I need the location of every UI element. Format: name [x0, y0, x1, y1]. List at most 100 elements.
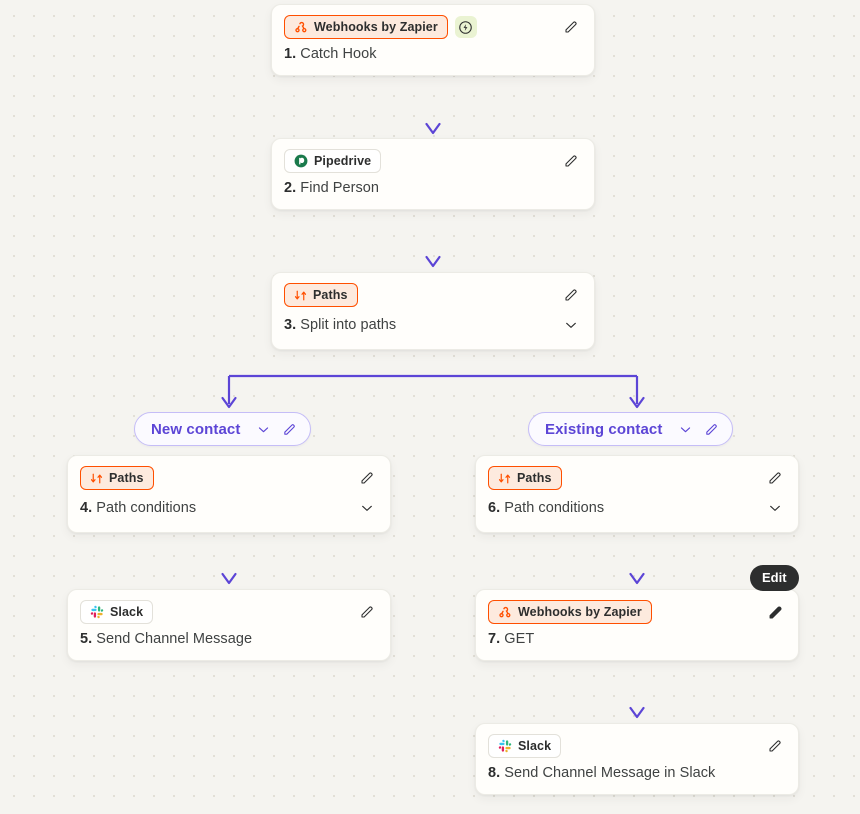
step-card-body: 8. Send Channel Message in Slack [476, 758, 798, 794]
edit-pencil-icon[interactable] [560, 150, 582, 172]
app-chip-slack[interactable]: Slack [488, 734, 562, 758]
app-chip-paths[interactable]: Paths [488, 466, 562, 490]
step-card-8[interactable]: Slack 8. Send Channel Message in Slack [475, 723, 799, 795]
connector-branch-split [221, 347, 645, 409]
pipedrive-icon [294, 154, 308, 168]
app-chip-webhooks-by-zapier[interactable]: Webhooks by Zapier [488, 600, 652, 624]
connector-step4-step5 [221, 531, 237, 585]
webhooks-icon [498, 605, 512, 619]
step-card-header: Slack [68, 590, 390, 624]
connector-step2-step3 [425, 214, 441, 268]
step-name: Path conditions [504, 500, 605, 516]
step-name: Path conditions [96, 500, 197, 516]
step-number: 6. [488, 500, 501, 516]
paths-icon [90, 472, 103, 485]
edit-pencil-icon[interactable] [764, 735, 786, 757]
step-card-5[interactable]: Slack 5. Send Channel Message [67, 589, 391, 661]
app-chip-label: Paths [109, 471, 144, 485]
edit-pencil-icon[interactable] [560, 284, 582, 306]
step-title: 6. Path conditions [488, 500, 604, 516]
step-card-body: 4. Path conditions [68, 490, 390, 532]
step-card-2[interactable]: Pipedrive 2. Find Person [271, 138, 595, 210]
app-chip-slack[interactable]: Slack [80, 600, 154, 624]
step-number: 8. [488, 765, 501, 781]
app-chip-label: Paths [517, 471, 552, 485]
step-card-actions [560, 150, 582, 172]
edit-pencil-icon[interactable] [356, 467, 378, 489]
connector-step6-step7 [629, 531, 645, 585]
step-card-body: 2. Find Person [272, 173, 594, 209]
step-card-actions [764, 467, 786, 489]
step-title: 4. Path conditions [80, 500, 196, 516]
step-card-body: 3. Split into paths [272, 307, 594, 349]
step-card-actions [356, 601, 378, 623]
step-name: Send Channel Message [96, 631, 253, 647]
step-number: 1. [284, 46, 297, 62]
app-chip-label: Webhooks by Zapier [314, 20, 438, 34]
app-chip-webhooks-by-zapier[interactable]: Webhooks by Zapier [284, 15, 448, 39]
step-title: 3. Split into paths [284, 317, 396, 333]
step-card-4[interactable]: Paths 4. Path conditions [67, 455, 391, 533]
app-chip-label: Paths [313, 288, 348, 302]
step-card-body: 7. GET [476, 624, 798, 660]
edit-pencil-icon[interactable] [764, 601, 786, 623]
step-card-actions [560, 16, 582, 38]
step-card-3[interactable]: Paths 3. Split into paths [271, 272, 595, 350]
connector-step7-step8 [629, 665, 645, 719]
step-card-actions [764, 735, 786, 757]
step-title: 8. Send Channel Message in Slack [488, 765, 715, 781]
edit-pencil-icon[interactable] [278, 418, 300, 440]
step-title: 1. Catch Hook [284, 46, 377, 62]
step-card-header: Webhooks by Zapier [272, 5, 594, 39]
edit-pencil-icon[interactable] [764, 467, 786, 489]
path-pill-new-contact[interactable]: New contact [134, 412, 312, 446]
step-number: 4. [80, 500, 93, 516]
expand-chevron-down-icon[interactable] [356, 497, 378, 519]
step-card-header: Paths [68, 456, 390, 490]
step-title: 7. GET [488, 631, 534, 647]
paths-icon [498, 472, 511, 485]
slack-icon [498, 739, 512, 753]
connector-step1-step2 [425, 79, 441, 135]
webhooks-icon [294, 20, 308, 34]
step-name: GET [504, 631, 535, 647]
expand-chevron-down-icon[interactable] [560, 314, 582, 336]
app-chip-pipedrive[interactable]: Pipedrive [284, 149, 382, 173]
step-number: 2. [284, 180, 297, 196]
step-name: Catch Hook [300, 46, 377, 62]
edit-tooltip: Edit [750, 565, 799, 591]
step-name: Send Channel Message in Slack [504, 765, 716, 781]
edit-pencil-icon[interactable] [356, 601, 378, 623]
expand-chevron-down-icon[interactable] [764, 497, 786, 519]
step-number: 5. [80, 631, 93, 647]
step-name: Find Person [300, 180, 380, 196]
app-chip-label: Slack [110, 605, 144, 619]
step-card-6[interactable]: Paths 6. Path conditions [475, 455, 799, 533]
step-title: 5. Send Channel Message [80, 631, 252, 647]
step-card-actions [764, 601, 786, 623]
step-card-body: 1. Catch Hook [272, 39, 594, 75]
step-title: 2. Find Person [284, 180, 379, 196]
step-card-1[interactable]: Webhooks by Zapier 1. Catch Hook [271, 4, 595, 76]
step-card-7[interactable]: Webhooks by Zapier 7. GET [475, 589, 799, 661]
step-card-actions [356, 467, 378, 489]
step-card-body: 6. Path conditions [476, 490, 798, 532]
step-card-header: Slack [476, 724, 798, 758]
step-number: 7. [488, 631, 501, 647]
step-card-header: Paths [476, 456, 798, 490]
app-chip-paths[interactable]: Paths [284, 283, 358, 307]
chevron-down-icon[interactable] [252, 418, 274, 440]
step-number: 3. [284, 317, 297, 333]
chevron-down-icon[interactable] [674, 418, 696, 440]
path-pill-existing-contact[interactable]: Existing contact [528, 412, 734, 446]
step-card-actions [560, 284, 582, 306]
step-card-body: 5. Send Channel Message [68, 624, 390, 660]
edit-pencil-icon[interactable] [700, 418, 722, 440]
bolt-badge-icon [454, 16, 477, 38]
edit-pencil-icon[interactable] [560, 16, 582, 38]
app-chip-paths[interactable]: Paths [80, 466, 154, 490]
step-card-header: Webhooks by Zapier [476, 590, 798, 624]
app-chip-label: Slack [518, 739, 552, 753]
paths-icon [294, 289, 307, 302]
